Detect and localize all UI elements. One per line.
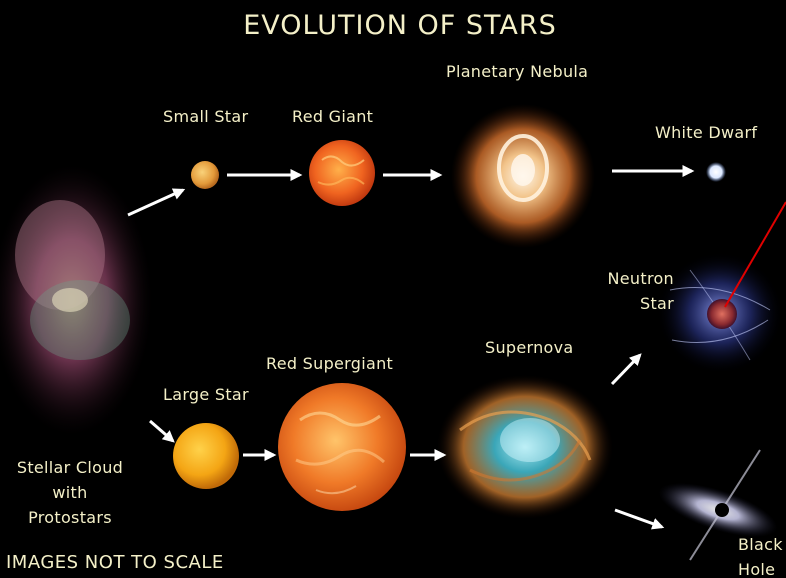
- label-stellar-cloud-line-1: Stellar Cloud: [4, 455, 136, 480]
- label-stellar-cloud: Stellar Cloud with Protostars: [4, 455, 136, 530]
- white-dwarf-image: [706, 162, 726, 182]
- arrow-cloud-to-large-star: [150, 421, 173, 441]
- label-planetary-nebula: Planetary Nebula: [446, 59, 588, 84]
- arrow-cloud-to-small-star: [128, 190, 183, 215]
- label-neutron-star-line-1: Neutron: [590, 266, 674, 291]
- scale-footnote: IMAGES NOT TO SCALE: [6, 552, 224, 573]
- label-black-hole-line-1: Black: [738, 532, 783, 557]
- planetary-nebula-image: [451, 104, 595, 248]
- label-black-hole: Black Hole: [738, 532, 783, 578]
- label-neutron-star-line-2: Star: [590, 291, 674, 316]
- stellar-cloud-image: [0, 165, 152, 435]
- red-giant-image: [309, 140, 375, 206]
- red-supergiant-image: [278, 383, 406, 511]
- arrow-supernova-to-neutron-star: [612, 355, 640, 384]
- label-stellar-cloud-line-3: Protostars: [4, 505, 136, 530]
- neutron-star-image: [658, 253, 782, 373]
- label-white-dwarf: White Dwarf: [655, 120, 757, 145]
- label-large-star: Large Star: [163, 382, 249, 407]
- label-black-hole-line-2: Hole: [738, 557, 783, 578]
- large-star-image: [173, 423, 239, 489]
- small-star-image: [191, 161, 219, 189]
- label-small-star: Small Star: [163, 104, 248, 129]
- diagram-title: EVOLUTION OF STARS: [150, 10, 650, 41]
- supernova-image: [437, 375, 613, 519]
- label-red-giant: Red Giant: [292, 104, 373, 129]
- label-stellar-cloud-line-2: with: [4, 480, 136, 505]
- label-supernova: Supernova: [485, 335, 574, 360]
- arrow-supernova-to-black-hole: [615, 510, 662, 527]
- label-red-supergiant: Red Supergiant: [266, 351, 393, 376]
- label-neutron-star: Neutron Star: [590, 266, 674, 316]
